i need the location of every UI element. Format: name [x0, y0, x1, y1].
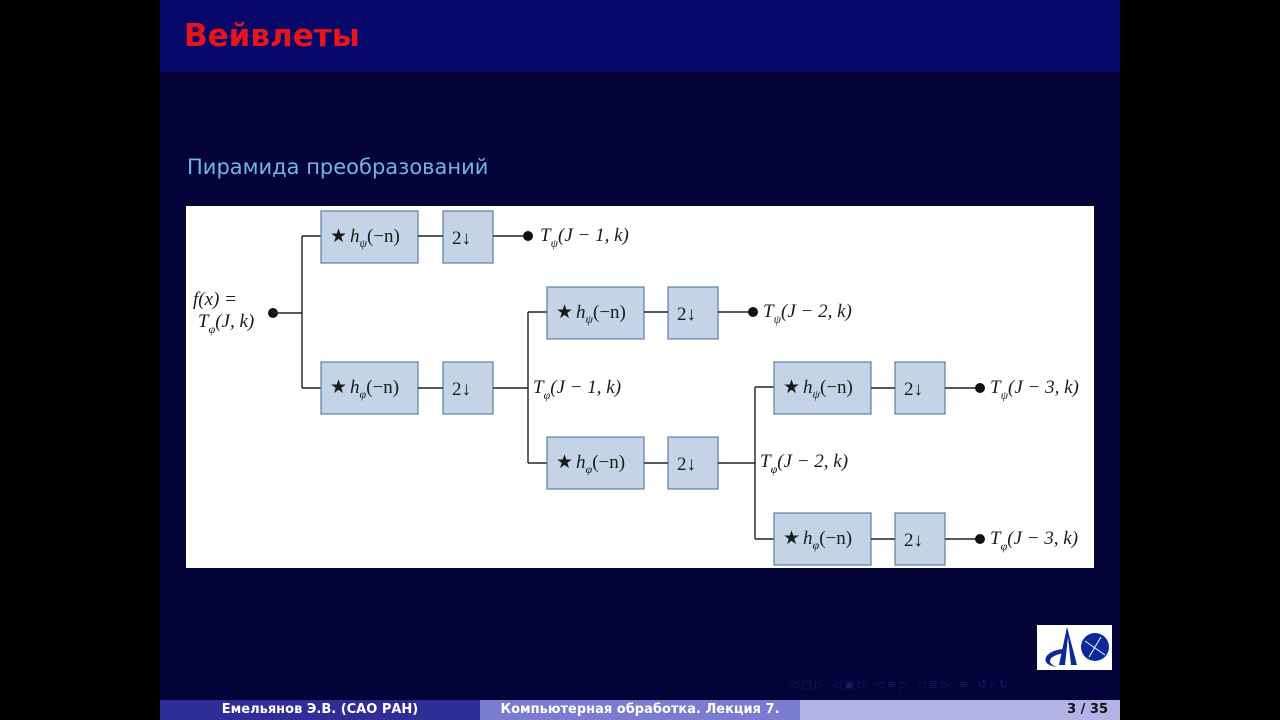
- title-bar: Вейвлеты: [160, 0, 1120, 72]
- input-label: f(x) =: [193, 289, 237, 310]
- slide: Вейвлеты Пирамида преобразований f(x) = …: [160, 0, 1120, 720]
- svg-text:2↓: 2↓: [677, 454, 696, 475]
- svg-text:★hψ(−n): ★hψ(−n): [330, 226, 400, 250]
- output-psi-1: Tψ(J − 1, k): [540, 225, 629, 250]
- nav-prev-frame-icon[interactable]: ◁□▷: [790, 678, 827, 691]
- sao-ras-logo: [1037, 625, 1112, 670]
- filter-psi-2: ★hψ(−n): [546, 286, 645, 340]
- svg-text:★hφ(−n): ★hφ(−n): [330, 377, 399, 401]
- footer-page-number: 3 / 35: [800, 700, 1120, 720]
- footer-author: Емельянов Э.В. (САО РАН): [160, 700, 480, 720]
- filter-psi-3: ★hψ(−n): [773, 361, 872, 415]
- filter-phi-1: ★hφ(−n): [320, 361, 419, 415]
- slide-title: Вейвлеты: [184, 18, 360, 54]
- svg-text:2↓: 2↓: [904, 379, 923, 400]
- downsample-1b: 2↓: [442, 361, 494, 415]
- downsample-3b: 2↓: [894, 512, 946, 566]
- nav-search-icon[interactable]: ≡ ↺⌕↻: [958, 678, 1012, 691]
- nav-toc-icon[interactable]: ◁≣▷: [917, 678, 953, 691]
- downsample-3a: 2↓: [894, 361, 946, 415]
- filter-psi-1: ★hψ(−n): [320, 210, 419, 264]
- nav-prev-subsection-icon[interactable]: ◁≡▷: [875, 678, 911, 691]
- svg-text:2↓: 2↓: [452, 228, 471, 249]
- svg-text:2↓: 2↓: [904, 530, 923, 551]
- input-coef: Tφ(J, k): [198, 311, 254, 336]
- svg-text:2↓: 2↓: [452, 379, 471, 400]
- svg-text:★hφ(−n): ★hφ(−n): [556, 452, 625, 476]
- filter-phi-2: ★hφ(−n): [546, 436, 645, 490]
- output-phi-3: Tφ(J − 3, k): [990, 528, 1078, 553]
- svg-text:2↓: 2↓: [677, 304, 696, 325]
- approx-phi-2: Tφ(J − 2, k): [760, 451, 848, 476]
- approx-phi-1: Tφ(J − 1, k): [533, 377, 621, 402]
- svg-text:★hφ(−n): ★hφ(−n): [783, 528, 852, 552]
- slide-subtitle: Пирамида преобразований: [187, 155, 489, 179]
- output-psi-3: Tψ(J − 3, k): [990, 377, 1079, 402]
- output-psi-2: Tψ(J − 2, k): [763, 301, 852, 326]
- svg-text:★hψ(−n): ★hψ(−n): [556, 302, 626, 326]
- downsample-1a: 2↓: [442, 210, 494, 264]
- downsample-2a: 2↓: [667, 286, 719, 340]
- wavelet-pyramid-diagram: f(x) = Tφ(J, k) ★hψ(−n) 2↓ Tψ(J − 1, k) …: [186, 206, 1094, 568]
- nav-prev-section-icon[interactable]: ◁▣▷: [832, 678, 870, 691]
- beamer-navigation[interactable]: ◁□▷ ◁▣▷ ◁≡▷ ◁≣▷ ≡ ↺⌕↻: [790, 678, 1011, 692]
- downsample-2b: 2↓: [667, 436, 719, 490]
- footer: Емельянов Э.В. (САО РАН) Компьютерная об…: [160, 700, 1120, 720]
- filter-phi-3: ★hφ(−n): [773, 512, 872, 566]
- footer-course: Компьютерная обработка. Лекция 7.: [480, 700, 800, 720]
- svg-text:★hψ(−n): ★hψ(−n): [783, 377, 853, 401]
